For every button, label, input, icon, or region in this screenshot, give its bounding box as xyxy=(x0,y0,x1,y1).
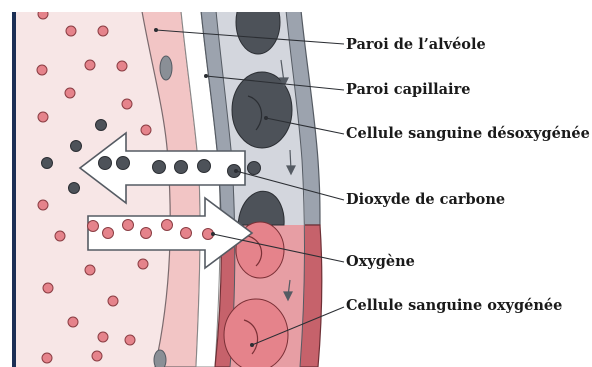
leader-dot xyxy=(211,232,215,236)
oxygen-molecule xyxy=(138,259,148,269)
oxygen-molecule xyxy=(108,296,118,306)
label-capillary-wall: Paroi capillaire xyxy=(346,81,470,99)
leader-dot xyxy=(250,343,254,347)
oxygen-molecule xyxy=(65,88,75,98)
leader-dot xyxy=(204,74,208,78)
oxygen-molecule xyxy=(37,65,47,75)
oxygen-molecule xyxy=(123,220,134,231)
oxygen-molecule xyxy=(122,99,132,109)
oxygen-molecule xyxy=(38,9,48,19)
wall-cell-nucleus xyxy=(160,56,172,80)
oxygen-molecule xyxy=(117,61,127,71)
oxygen-molecule xyxy=(92,351,102,361)
label-carbon-dioxide: Dioxyde de carbone xyxy=(346,191,505,209)
oxygen-molecule xyxy=(38,200,48,210)
oxygenated-cell xyxy=(224,299,288,367)
carbon-dioxide-molecule xyxy=(153,161,166,174)
carbon-dioxide-molecule xyxy=(99,157,112,170)
oxygen-molecule xyxy=(38,112,48,122)
carbon-dioxide-molecule xyxy=(71,141,82,152)
carbon-dioxide-molecule xyxy=(198,160,211,173)
carbon-dioxide-molecule xyxy=(175,161,188,174)
oxygen-molecule xyxy=(125,335,135,345)
oxygen-molecule xyxy=(85,265,95,275)
carbon-dioxide-molecule xyxy=(117,157,130,170)
label-deoxygenated-cell: Cellule sanguine désoxygénée xyxy=(346,125,590,143)
leader-dot xyxy=(234,169,238,173)
carbon-dioxide-molecule xyxy=(69,183,80,194)
oxygen-molecule xyxy=(55,231,65,241)
label-alveolar-wall: Paroi de l’alvéole xyxy=(346,36,486,54)
carbon-dioxide-molecule xyxy=(42,158,53,169)
oxygen-molecule xyxy=(181,228,192,239)
oxygen-molecule xyxy=(42,353,52,363)
oxygen-molecule xyxy=(43,283,53,293)
label-oxygenated-cell: Cellule sanguine oxygénée xyxy=(346,297,562,315)
oxygen-molecule xyxy=(85,60,95,70)
label-oxygen: Oxygène xyxy=(346,253,415,271)
leader-dot xyxy=(264,116,268,120)
oxygen-molecule xyxy=(141,228,152,239)
oxygen-molecule xyxy=(162,220,173,231)
carbon-dioxide-molecule xyxy=(248,162,261,175)
oxygen-molecule xyxy=(103,228,114,239)
oxygen-molecule xyxy=(141,125,151,135)
left-border-accent xyxy=(12,12,16,367)
wall-cell-nucleus xyxy=(154,350,166,367)
oxygen-molecule xyxy=(66,26,76,36)
oxygen-molecule xyxy=(68,317,78,327)
oxygen-molecule xyxy=(88,221,99,232)
carbon-dioxide-molecule xyxy=(96,120,107,131)
oxygen-molecule xyxy=(98,26,108,36)
leader-dot xyxy=(154,28,158,32)
oxygen-molecule xyxy=(98,332,108,342)
